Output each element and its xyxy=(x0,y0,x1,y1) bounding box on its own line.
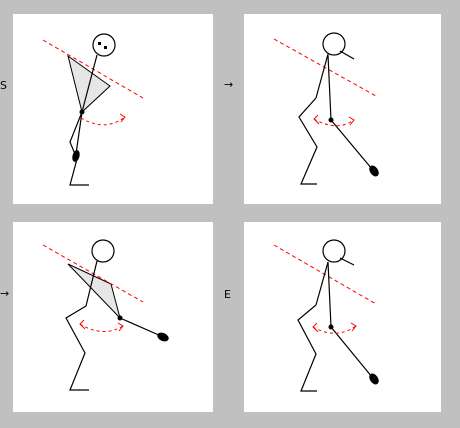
head xyxy=(322,32,346,56)
stick-figure-2 xyxy=(273,32,379,185)
hand-pivot xyxy=(79,109,85,115)
hand-pivot xyxy=(328,117,334,123)
arm xyxy=(327,54,332,121)
swing-arc xyxy=(79,323,124,332)
next-arrow-2: → xyxy=(0,287,10,300)
hand-pivot xyxy=(328,324,334,330)
club-shaft xyxy=(119,317,162,337)
pose-panel-1 xyxy=(13,14,213,204)
eye-mark xyxy=(104,46,107,49)
legs xyxy=(69,111,89,186)
swing-arc-arrowhead-right xyxy=(117,322,124,332)
swing-arc-arrowhead-left xyxy=(79,319,86,330)
reference-line xyxy=(273,38,377,97)
club-shaft xyxy=(75,111,83,155)
stick-figure-4 xyxy=(273,239,379,392)
club-head xyxy=(369,165,379,177)
swing-arc-arrowhead-right xyxy=(348,116,355,126)
stick-figure-3 xyxy=(42,239,169,391)
torso xyxy=(315,53,329,99)
torso xyxy=(81,54,98,113)
arm-triangle xyxy=(67,263,121,320)
torso xyxy=(85,260,98,307)
hand-pivot xyxy=(117,315,123,321)
stick-figure-1 xyxy=(42,33,144,186)
legs xyxy=(298,97,318,185)
next-arrow-1: → xyxy=(224,78,234,91)
swing-arc xyxy=(80,116,126,126)
swing-arc-arrowhead xyxy=(119,113,126,123)
reference-line xyxy=(42,244,144,303)
club-head xyxy=(369,373,379,385)
pose-panel-4 xyxy=(244,222,441,412)
arm xyxy=(327,261,332,328)
end-label: E xyxy=(224,288,231,301)
swing-arc-arrowhead-left xyxy=(312,322,319,333)
swing-arc-arrowhead-right xyxy=(350,322,357,332)
club-head xyxy=(157,332,169,342)
head xyxy=(92,33,116,57)
club-shaft xyxy=(330,326,373,378)
cap-brim xyxy=(339,50,355,60)
torso xyxy=(315,261,329,306)
legs xyxy=(297,304,317,392)
head xyxy=(322,239,346,263)
pose-panel-3 xyxy=(13,222,213,412)
club-head xyxy=(72,150,80,162)
start-label: S xyxy=(0,79,7,92)
cap-brim xyxy=(339,257,355,266)
swing-arc xyxy=(313,118,355,127)
pose-panel-2 xyxy=(244,14,441,204)
club-shaft xyxy=(330,119,373,170)
eye-mark xyxy=(98,42,101,45)
legs xyxy=(65,305,89,391)
swing-arc-arrowhead-left xyxy=(313,114,320,125)
head xyxy=(91,239,115,263)
